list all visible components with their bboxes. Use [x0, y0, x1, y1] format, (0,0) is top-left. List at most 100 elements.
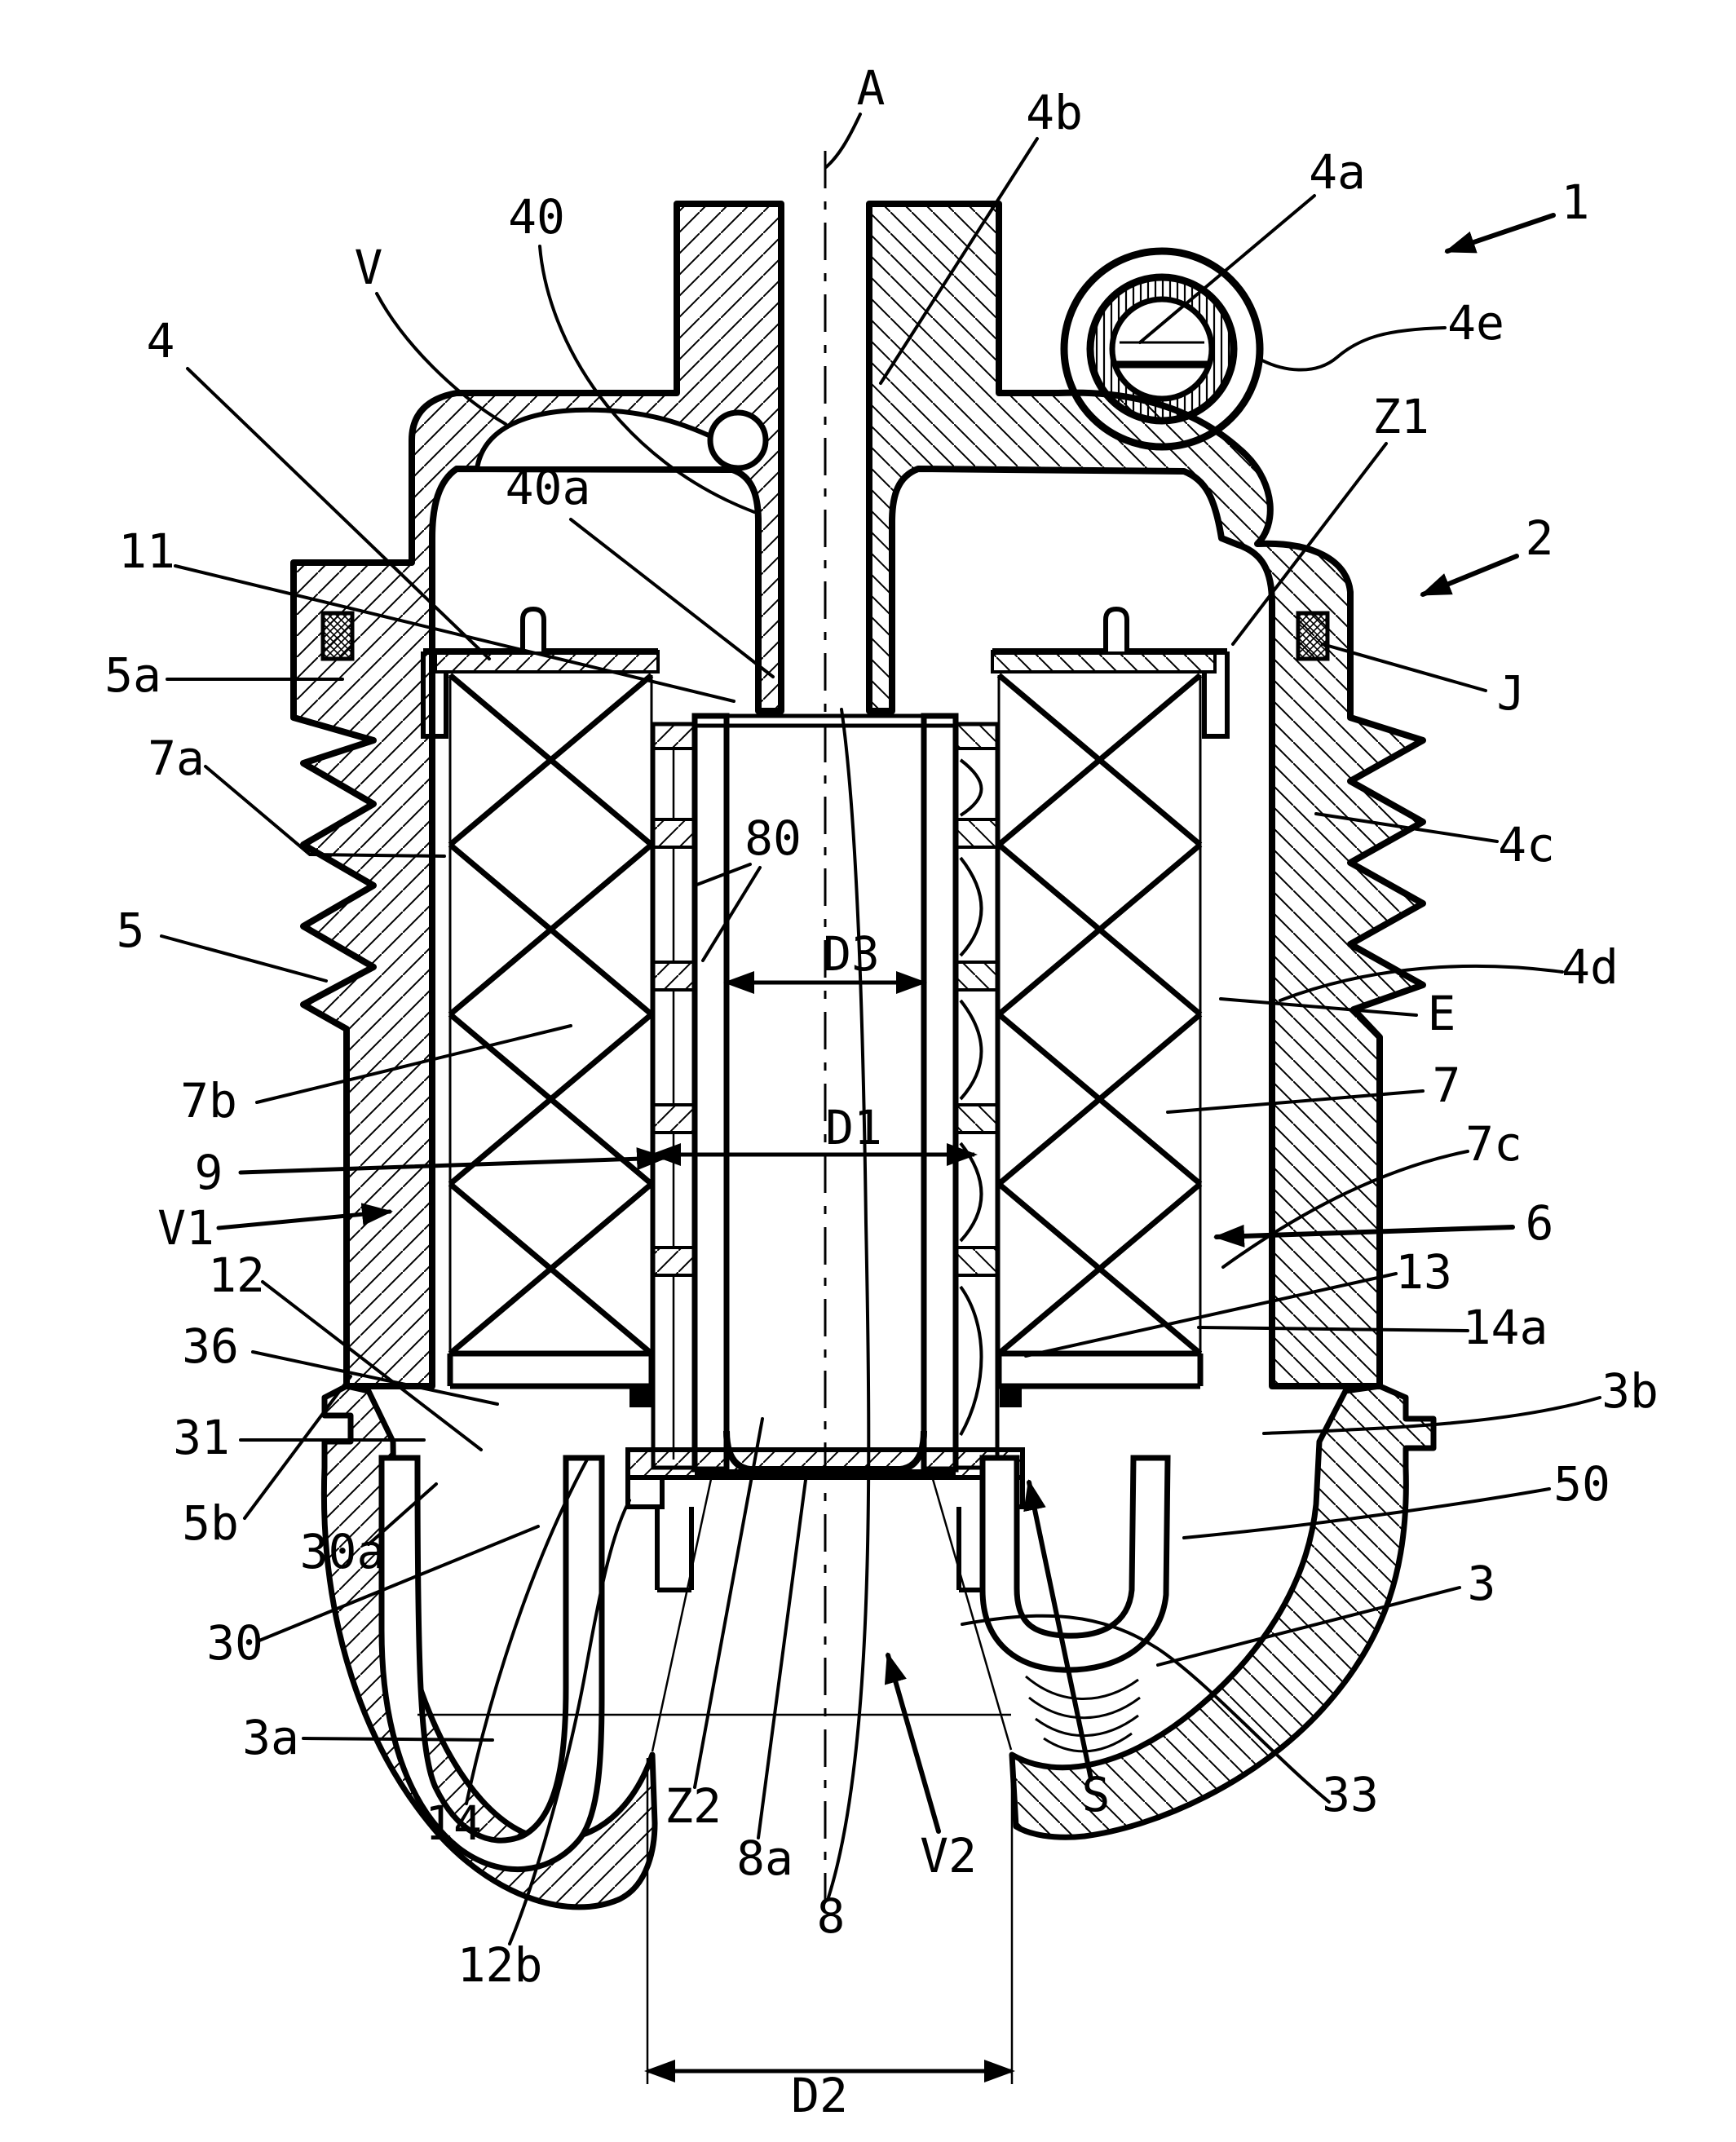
- label-12: 12: [208, 1248, 265, 1303]
- label-31: 31: [173, 1410, 230, 1465]
- label-14a: 14a: [1463, 1300, 1548, 1355]
- leader-Z1: [1231, 442, 1388, 646]
- leader-4a: [1138, 194, 1316, 344]
- leader-J: [1321, 643, 1487, 692]
- label-7c: 7c: [1465, 1116, 1522, 1172]
- sleeve-80-right: [953, 722, 1000, 1470]
- label-5a: 5a: [104, 647, 161, 703]
- label-D2: D2: [791, 2068, 848, 2123]
- label-13: 13: [1395, 1244, 1452, 1300]
- label-3: 3: [1468, 1556, 1496, 1611]
- leader-4b: [879, 137, 1039, 385]
- label-3a: 3a: [242, 1710, 299, 1765]
- arrow-leaders: [216, 213, 1556, 1834]
- label-J: J: [1497, 665, 1526, 721]
- leader-V: [375, 292, 507, 426]
- label-4e: 4e: [1447, 295, 1504, 351]
- leader-7a: [204, 765, 446, 858]
- arrow-V1: [216, 1203, 393, 1230]
- label-40a: 40a: [506, 460, 591, 515]
- label-4: 4: [147, 313, 175, 369]
- leader-7b: [255, 1024, 572, 1104]
- seal-ring-left: [320, 611, 355, 661]
- label-12b: 12b: [457, 1937, 543, 1993]
- label-30: 30: [206, 1615, 263, 1671]
- label-7: 7: [1433, 1058, 1461, 1113]
- leader-4d: [1279, 964, 1564, 1002]
- leader-5b: [243, 1375, 352, 1520]
- label-80: 80: [744, 810, 802, 866]
- leader-13: [1024, 1272, 1398, 1358]
- leader-50: [1182, 1487, 1551, 1539]
- valve-petals: [959, 758, 983, 1436]
- arrow-6: [1213, 1224, 1515, 1248]
- leader-80: [693, 863, 762, 962]
- leader-7: [1166, 1089, 1425, 1114]
- leader-3a: [302, 1737, 494, 1742]
- label-11: 11: [118, 523, 175, 579]
- leader-5: [160, 934, 328, 983]
- arrow-S: [1023, 1479, 1093, 1782]
- label-5b: 5b: [182, 1495, 239, 1551]
- leader-30: [258, 1525, 540, 1642]
- label-4a: 4a: [1309, 144, 1366, 200]
- label-5: 5: [117, 903, 145, 958]
- leader-30a: [367, 1482, 438, 1546]
- leader-A: [824, 113, 862, 169]
- label-33: 33: [1322, 1767, 1379, 1822]
- leader-3: [1156, 1586, 1461, 1667]
- label-D1: D1: [825, 1100, 882, 1155]
- label-V: V: [355, 240, 383, 295]
- sleeve-80-left: [651, 722, 697, 1470]
- upper-housing-left-half: [290, 201, 784, 1389]
- arrow-9: [238, 1147, 668, 1175]
- cover-port-hole: [707, 409, 769, 471]
- label-9: 9: [195, 1145, 223, 1200]
- swirl-lines-50: [1025, 1675, 1141, 1753]
- inner-funnel-33: [979, 1455, 1171, 1673]
- arrow-2: [1420, 554, 1519, 597]
- leader-3b: [1262, 1396, 1601, 1435]
- leader-4: [186, 367, 491, 660]
- label-2: 2: [1526, 510, 1554, 566]
- leader-4e: [1261, 326, 1447, 372]
- label-7a: 7a: [148, 731, 205, 786]
- cartridge-top-plate: [421, 606, 1230, 739]
- label-4d: 4d: [1562, 939, 1619, 995]
- label-D3: D3: [823, 926, 880, 982]
- arrow-V2: [884, 1652, 941, 1834]
- leader-lines: [160, 113, 1601, 1945]
- projection-lines: [417, 1478, 1014, 2084]
- label-4b: 4b: [1026, 85, 1083, 140]
- label-A: A: [857, 60, 886, 116]
- leader-12b: [508, 1499, 631, 1945]
- central-tube-8: [691, 713, 959, 1476]
- leader-40a: [569, 518, 775, 678]
- label-8a: 8a: [736, 1831, 793, 1886]
- seal-ring-right: [1296, 611, 1330, 661]
- label-7b: 7b: [180, 1073, 237, 1128]
- label-14: 14: [425, 1795, 482, 1851]
- label-S: S: [1082, 1767, 1111, 1822]
- inner-cup-30: [378, 1455, 605, 1873]
- leader-11: [174, 564, 735, 703]
- label-3b: 3b: [1601, 1363, 1659, 1419]
- label-50: 50: [1553, 1456, 1610, 1512]
- leader-33: [961, 1614, 1331, 1804]
- leader-E: [1219, 997, 1418, 1017]
- arrow-1: [1444, 213, 1556, 254]
- label-Z2: Z2: [665, 1778, 722, 1834]
- leader-7c: [1221, 1150, 1469, 1269]
- leader-40: [538, 245, 756, 514]
- leader-4c: [1314, 812, 1499, 843]
- label-V2: V2: [920, 1828, 977, 1884]
- plate-tab-left: [520, 606, 546, 651]
- leader-12: [261, 1280, 483, 1451]
- bellows-left: [447, 673, 655, 1407]
- boss-port-4a: [1060, 247, 1264, 451]
- label-36: 36: [182, 1318, 239, 1374]
- label-V1: V1: [157, 1200, 214, 1256]
